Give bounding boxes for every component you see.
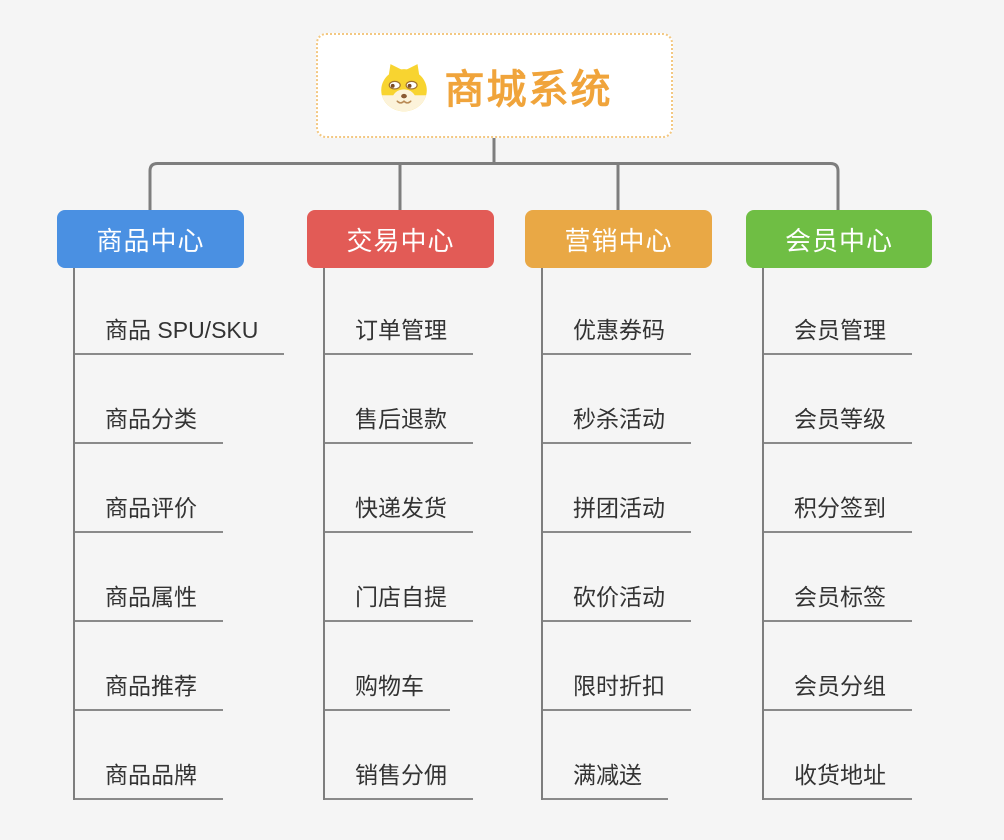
root-title: 商城系统	[444, 67, 613, 112]
root-node[interactable]: 商城系统	[316, 33, 673, 138]
branch-children-member-center: 会员管理 会员等级 积分签到 会员标签 会员分组 收货地址	[762, 268, 912, 800]
branch-node-trade-center[interactable]: 交易中心	[307, 210, 494, 268]
child-node[interactable]: 售后退款	[323, 355, 473, 444]
branch-node-member-center[interactable]: 会员中心	[746, 210, 932, 268]
branch-node-marketing-center[interactable]: 营销中心	[525, 210, 712, 268]
branch-children-product-center: 商品 SPU/SKU 商品分类 商品评价 商品属性 商品推荐 商品品牌	[73, 268, 285, 800]
child-node[interactable]: 商品评价	[73, 444, 223, 533]
child-node[interactable]: 购物车	[323, 622, 450, 711]
branch-node-product-center[interactable]: 商品中心	[57, 210, 244, 268]
child-node[interactable]: 积分签到	[762, 444, 912, 533]
child-node[interactable]: 满减送	[541, 711, 668, 800]
child-node[interactable]: 销售分佣	[323, 711, 473, 800]
child-node[interactable]: 优惠券码	[541, 268, 691, 355]
branch-children-marketing-center: 优惠券码 秒杀活动 拼团活动 砍价活动 限时折扣 满减送	[541, 268, 691, 800]
child-node[interactable]: 商品 SPU/SKU	[73, 268, 285, 355]
child-node[interactable]: 订单管理	[323, 268, 473, 355]
child-node[interactable]: 会员标签	[762, 533, 912, 622]
child-node[interactable]: 会员等级	[762, 355, 912, 444]
child-node[interactable]: 砍价活动	[541, 533, 691, 622]
child-node[interactable]: 商品品牌	[73, 711, 223, 800]
child-node[interactable]: 秒杀活动	[541, 355, 691, 444]
doge-face-icon	[377, 59, 431, 113]
child-node[interactable]: 门店自提	[323, 533, 473, 622]
child-node[interactable]: 收货地址	[762, 711, 912, 800]
child-node[interactable]: 商品属性	[73, 533, 223, 622]
child-node[interactable]: 会员管理	[762, 268, 912, 355]
child-node[interactable]: 商品推荐	[73, 622, 223, 711]
child-node[interactable]: 会员分组	[762, 622, 912, 711]
child-node[interactable]: 商品分类	[73, 355, 223, 444]
child-node[interactable]: 快递发货	[323, 444, 473, 533]
branch-children-trade-center: 订单管理 售后退款 快递发货 门店自提 购物车 销售分佣	[323, 268, 473, 800]
child-node[interactable]: 限时折扣	[541, 622, 691, 711]
child-node[interactable]: 拼团活动	[541, 444, 691, 533]
